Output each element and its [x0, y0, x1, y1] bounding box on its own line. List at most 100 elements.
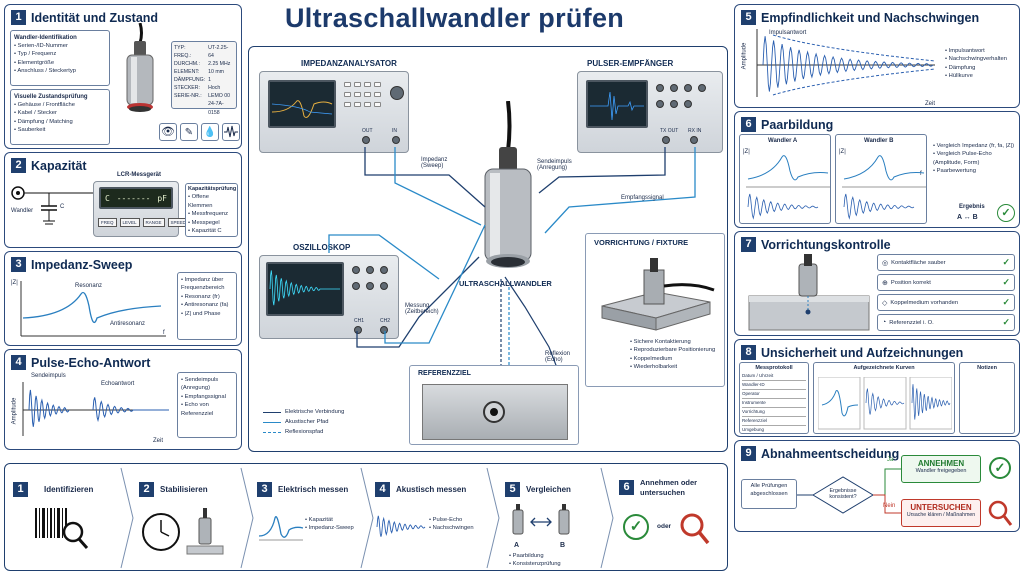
- question-label: Ergebnisse konsistent?: [829, 488, 857, 500]
- b-label: B: [560, 542, 566, 549]
- list-item: Paarbildung: [509, 552, 561, 560]
- impedance-analyzer-title: IMPEDANZANALYSATOR: [301, 59, 397, 68]
- z-label: |Z|: [839, 149, 846, 155]
- list-item: Konsistenzprüfung: [509, 560, 561, 568]
- impedance-sweep-label: Impedanz (Sweep): [421, 157, 448, 169]
- wandler-b-label: Wandler B: [864, 138, 894, 144]
- list-item: Reproduzierbare Positionierung: [630, 346, 716, 354]
- center-setup: IMPEDANZANALYSATOR OUT IN PULSER-EMPFÄNG…: [248, 46, 728, 452]
- list-item: Impedanz-Sweep: [305, 524, 354, 532]
- spec-value: 24-7A-0158: [208, 101, 224, 116]
- list-item: Impulsantwort: [945, 47, 1007, 55]
- list-item: Empfangssignal: [181, 393, 233, 401]
- brush-icon: ✎: [180, 123, 198, 141]
- spec-value: 10 mm: [208, 69, 224, 76]
- resonance-label: Resonanz: [75, 283, 103, 289]
- list-item: Serien-/ID-Nummer: [14, 42, 106, 50]
- box-title: Wandler-Identifikation: [14, 35, 77, 41]
- x-axis-label: Zeit: [925, 101, 936, 107]
- accept-label: ANNEHMEN: [917, 459, 965, 468]
- spec-value: LEMO 00: [208, 93, 231, 100]
- compare-icon: [512, 504, 570, 535]
- reference-target-box: REFERENZZIEL: [409, 365, 579, 445]
- accept-check-icon: ✓: [989, 457, 1011, 479]
- pulser-title: PULSER-EMPFÄNGER: [587, 59, 674, 68]
- dial-knob[interactable]: [390, 86, 404, 100]
- clock-icon: [142, 508, 224, 555]
- in-port[interactable]: [392, 136, 400, 144]
- protocol-row: Umgebung: [742, 427, 765, 433]
- notes-box[interactable]: Notizen: [959, 362, 1015, 434]
- impedance-analyzer: OUT IN: [259, 71, 409, 153]
- list-item: Vergleich Pulse-Echo (Amplitude, Form): [933, 150, 1017, 167]
- ch1-label: CH1: [354, 318, 365, 324]
- spec-value: 2.25 MHz: [208, 61, 231, 68]
- level-button[interactable]: LEVEL: [119, 218, 140, 227]
- start-box: Alle Prüfungen abgeschlossen: [741, 479, 797, 509]
- list-item: Antiresonanz (fa): [181, 301, 233, 309]
- measurement-label: Messung (Zeitbereich): [405, 303, 439, 315]
- panel-title: Vorrichtungskontrolle: [761, 237, 891, 252]
- curves-title: Aufgezeichnete Kurven: [853, 365, 915, 371]
- protocol-row: Operator: [742, 390, 806, 400]
- list-item: Vergleich Impedanz (fr, fa, |Z|): [933, 142, 1017, 150]
- meter-title: LCR-Messgerät: [117, 172, 162, 178]
- check-icon: ✓: [1002, 277, 1010, 287]
- accept-sub: Wandler freigegeben: [915, 468, 967, 474]
- panel-title: Kapazität: [31, 158, 87, 173]
- step-number: 3: [257, 482, 272, 497]
- lcr-meter: C-------pF FREQ LEVEL RANGE SPEED: [93, 181, 189, 237]
- freq-button[interactable]: FREQ: [98, 218, 117, 227]
- drop-icon: ◇: [882, 299, 888, 307]
- spec-value: 1: [208, 77, 212, 84]
- fixture-title: VORRICHTUNG / FIXTURE: [594, 238, 689, 247]
- spec-key: DURCHM.:: [174, 61, 200, 68]
- a-label: A: [514, 542, 520, 549]
- f-label: f: [920, 171, 922, 177]
- spec-key: DÄMPFUNG:: [174, 77, 206, 84]
- wandler-b-plot: [842, 155, 926, 220]
- y-axis-label: |Z|: [11, 280, 18, 286]
- send-pulse-label: Sendeimpuls: [31, 373, 66, 379]
- panel-title: Abnahmeentscheidung: [761, 446, 900, 461]
- list-item: Dämpfung: [945, 64, 1007, 72]
- step-title: Stabilisieren: [160, 485, 208, 494]
- legend: Elektrische Verbindung Akustischer Pfad …: [263, 409, 344, 435]
- display-dashes: -------: [116, 193, 151, 203]
- list-item: Gehäuse / Frontfläche: [14, 101, 106, 109]
- or-label: oder: [657, 523, 672, 530]
- check-icon: ✓: [997, 204, 1015, 222]
- step-number: 5: [741, 10, 756, 25]
- circuit-diagram: [11, 186, 93, 225]
- fixture-box: VORRICHTUNG / FIXTURE Sichere Kontaktier…: [585, 233, 725, 387]
- impedance-plot: [20, 281, 166, 337]
- range-button[interactable]: RANGE: [142, 218, 165, 227]
- protocol-row: Referenzziel: [742, 417, 806, 427]
- tx-out-port[interactable]: [662, 136, 670, 144]
- start-label: Alle Prüfungen abgeschlossen: [750, 483, 788, 497]
- check-item: Kontaktfläche sauber: [891, 259, 946, 266]
- oscilloscope: CH1 CH2: [259, 255, 399, 339]
- ch1-port[interactable]: [354, 326, 362, 334]
- legend-item: Reflexionspfad: [285, 429, 324, 435]
- reference-icon: ◔: [882, 319, 887, 326]
- list-item: Resonanz (fr): [181, 293, 233, 301]
- ch2-port[interactable]: [380, 326, 388, 334]
- step-title: Elektrisch messen: [278, 485, 349, 494]
- spec-label: TYP:FREQ.:DURCHM.:ELEMENT:DÄMPFUNG:STECK…: [171, 41, 237, 116]
- wandler-a-plot: [746, 155, 830, 220]
- out-port[interactable]: [362, 136, 370, 144]
- transducer-title: ULTRASCHALLWANDLER: [459, 279, 552, 288]
- list-item: Sauberkeit: [14, 126, 106, 134]
- oscilloscope-title: OSZILLOSKOP: [293, 243, 351, 252]
- rx-in-port[interactable]: [690, 136, 698, 144]
- fixture-check-image: [748, 254, 870, 331]
- step-number: 5: [505, 482, 520, 497]
- check-icon: ✓: [1002, 257, 1010, 267]
- wandler-label: Wandler: [11, 208, 34, 214]
